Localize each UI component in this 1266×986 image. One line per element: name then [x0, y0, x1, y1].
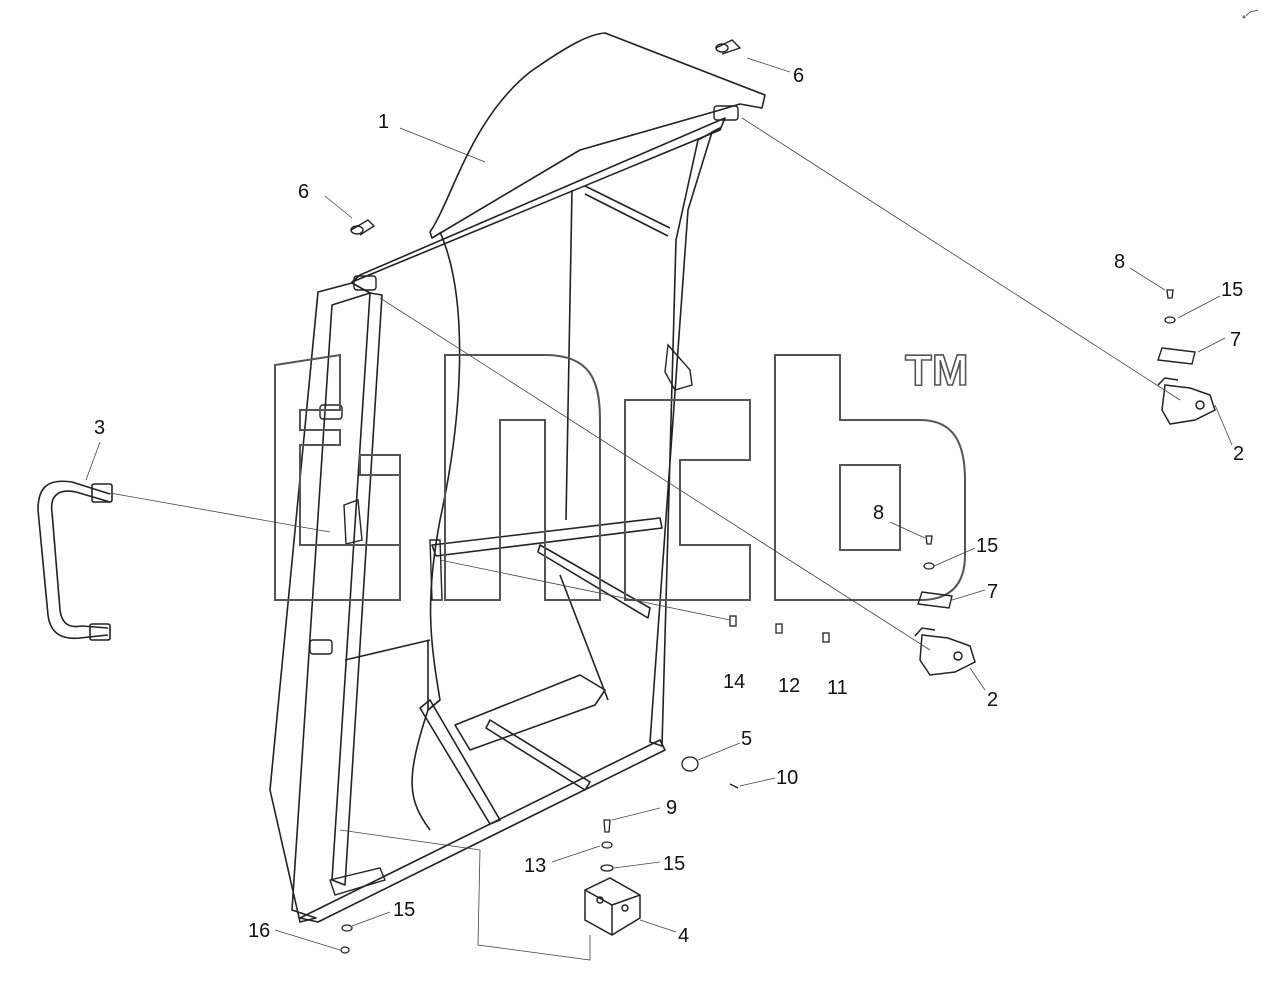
callout-15-bottom: 15	[393, 899, 415, 921]
part-9-bolt	[603, 819, 611, 833]
callout-16: 16	[248, 920, 270, 942]
callout-8-lower: 8	[873, 502, 884, 524]
door-frame	[269, 32, 766, 923]
handle-part-3	[37, 480, 113, 641]
callout-7-upper: 7	[1230, 329, 1241, 351]
part-12	[775, 623, 783, 634]
part-15-washer-c	[600, 864, 614, 872]
watermark-letter-4	[774, 354, 966, 601]
part-5-nut	[681, 756, 699, 772]
latch-part-4	[584, 877, 641, 936]
floor-tray	[454, 674, 606, 751]
top-rail	[351, 117, 726, 283]
callout-2-upper: 2	[1233, 443, 1244, 465]
callout-6-left: 6	[298, 181, 309, 203]
part-15-washer-d	[341, 924, 353, 932]
window-panel	[429, 32, 766, 239]
plate-upper	[1157, 347, 1196, 365]
callout-4: 4	[678, 925, 689, 947]
part-13-washer	[601, 841, 613, 849]
corner-mark	[1242, 9, 1259, 19]
frame-brackets	[309, 105, 739, 896]
part-10-screw	[729, 783, 739, 789]
hinge-upper	[1157, 377, 1216, 425]
callout-6-upper: 6	[793, 65, 804, 87]
callout-5: 5	[741, 728, 752, 750]
part-16-nut	[340, 946, 350, 954]
bottom-rail	[299, 739, 666, 923]
callout-12: 12	[778, 675, 800, 697]
part-11	[822, 632, 830, 643]
outer-left-frame	[269, 282, 371, 923]
watermark-letter-1	[274, 353, 401, 601]
watermark-letter-2	[444, 354, 601, 601]
part-15-washer-a	[1164, 316, 1176, 324]
inner-left-post	[331, 292, 383, 886]
inner-panel-edge	[565, 189, 573, 521]
callout-10: 10	[776, 767, 798, 789]
callout-7-lower: 7	[987, 581, 998, 603]
part-8-bolt-upper	[1166, 289, 1174, 299]
leader-lines	[85, 57, 1233, 961]
callout-14: 14	[723, 671, 745, 693]
watermark-trademark: TM	[905, 346, 969, 395]
cross-bar	[431, 517, 663, 557]
callout-3: 3	[94, 417, 105, 439]
callout-15-lower: 15	[976, 535, 998, 557]
right-post	[649, 127, 721, 747]
part-8-bolt-lower	[925, 535, 933, 545]
callout-9: 9	[666, 797, 677, 819]
hinge-lower	[914, 627, 976, 676]
bushing-upper	[715, 39, 742, 55]
watermark: TM	[274, 345, 969, 601]
bushing-left	[350, 219, 376, 236]
callout-8-upper: 8	[1114, 251, 1125, 273]
callout-13: 13	[524, 855, 546, 877]
callout-1: 1	[378, 111, 389, 133]
callout-11: 11	[827, 677, 848, 699]
callout-15-latch: 15	[663, 853, 685, 875]
part-14	[729, 615, 737, 627]
callouts: 1 2 2 3 4 5 6 6 7 7 8 8 9 10 11 12 13 14…	[94, 65, 1244, 947]
callout-15-upper: 15	[1221, 279, 1243, 301]
watermark-letter-3	[624, 399, 751, 601]
callout-2-lower: 2	[987, 689, 998, 711]
plate-lower	[917, 591, 953, 609]
